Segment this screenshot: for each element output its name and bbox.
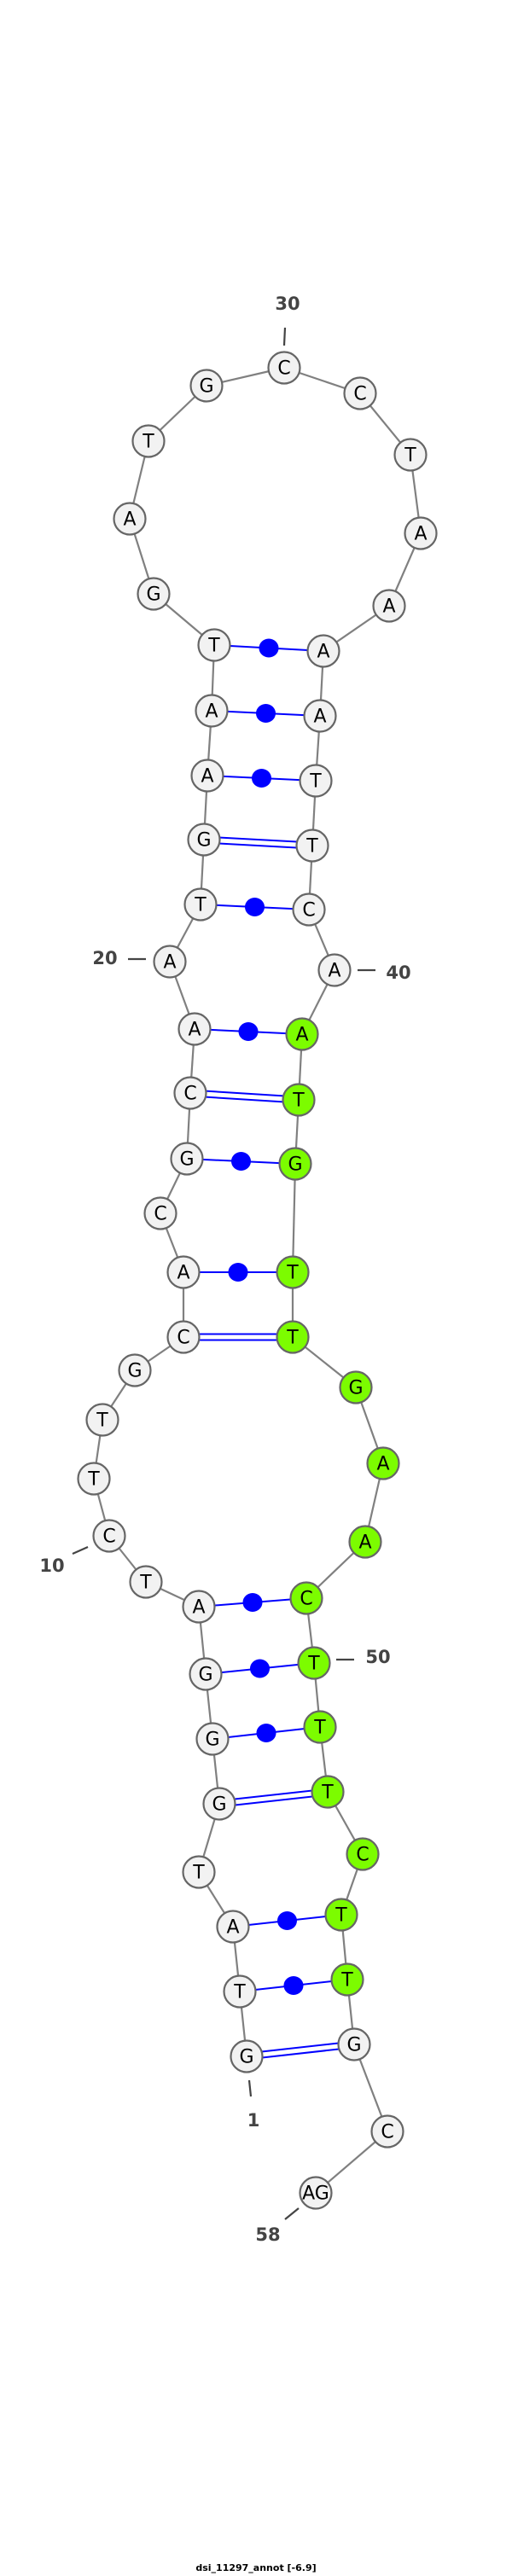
nucleotide-node xyxy=(77,1462,111,1496)
nucleotide-node xyxy=(143,1196,177,1230)
nucleotide-node xyxy=(303,699,337,733)
nucleotide-node xyxy=(137,577,171,611)
base-pair-gc-line xyxy=(189,1095,299,1104)
structure-title: dsi_11297_annot [-6.9] xyxy=(195,2562,317,2573)
nucleotide-sequence-letters: GTATGGGATCTTGCACGCAATGAATGATGCCTAAAATTCA… xyxy=(87,358,427,2205)
base-pair-dot xyxy=(245,898,265,916)
nucleotide-node xyxy=(366,1446,400,1480)
nucleotide-node xyxy=(289,1581,323,1615)
position-label: 1 xyxy=(247,2110,260,2131)
base-pair-dot xyxy=(256,1724,276,1742)
base-pair-gc-line xyxy=(203,841,312,850)
nucleotide-node xyxy=(337,2027,371,2061)
structure-layer: 1 10 20 30 40 50 58 xyxy=(39,294,438,2245)
base-pair-gc-line xyxy=(246,2040,354,2055)
base-pair-dot xyxy=(238,1022,259,1041)
base-pair-gc-line xyxy=(204,835,313,844)
nucleotide-node xyxy=(182,1855,216,1889)
nucleotide-node xyxy=(393,438,428,472)
nucleotide-node xyxy=(372,589,406,623)
position-tick xyxy=(247,2079,253,2097)
nucleotide-node xyxy=(317,953,352,987)
base-pair-dot xyxy=(231,1152,251,1171)
nucleotide-node xyxy=(343,376,377,410)
base-pair-dot xyxy=(259,638,279,658)
base-pair-gc-line xyxy=(247,2046,355,2061)
nucleotide-node xyxy=(166,1320,201,1354)
nucleotide-node xyxy=(153,945,187,979)
nucleotide-node xyxy=(297,1646,331,1680)
nucleotide-node xyxy=(189,369,224,403)
base-pair-dot xyxy=(250,1659,270,1678)
nucleotide-node xyxy=(182,1590,216,1624)
nucleotide-node xyxy=(118,1353,152,1387)
nucleotide-node xyxy=(131,424,166,458)
nucleotide-node xyxy=(346,1837,380,1871)
nucleotide-node xyxy=(197,628,231,662)
base-pair-dot xyxy=(242,1593,263,1612)
nucleotide-node xyxy=(306,634,340,668)
nucleotide-node xyxy=(292,893,326,927)
nucleotide-node xyxy=(223,1974,257,2009)
nucleotide-node xyxy=(230,2039,264,2073)
nucleotide-node xyxy=(177,1012,212,1046)
base-pair-dot xyxy=(283,1976,304,1995)
nucleotide-node xyxy=(278,1147,312,1181)
nucleotide-node xyxy=(276,1320,310,1354)
nucleotide-node xyxy=(92,1519,126,1553)
base-pair-dot xyxy=(256,704,276,723)
position-tick xyxy=(282,327,287,346)
nucleotide-node xyxy=(166,1255,201,1289)
nucleotide-node xyxy=(129,1565,163,1599)
nucleotide-node xyxy=(299,764,333,798)
base-pair-dot xyxy=(277,1911,297,1930)
base-pair-dot xyxy=(228,1263,248,1282)
nucleotide-node xyxy=(348,1525,382,1559)
nucleotide-node xyxy=(173,1076,207,1110)
position-label: 20 xyxy=(92,948,117,968)
position-label: 30 xyxy=(275,294,300,314)
position-tick xyxy=(72,1545,89,1555)
nucleotide-node xyxy=(311,1775,345,1809)
nucleotide-node xyxy=(276,1255,310,1289)
position-label: 50 xyxy=(365,1647,390,1667)
position-label: 40 xyxy=(386,962,410,983)
nucleotide-node xyxy=(330,1963,364,1997)
nucleotide-node xyxy=(324,1898,358,1932)
position-tick xyxy=(284,2207,300,2220)
nucleotide-node xyxy=(303,1710,337,1744)
backbone-link xyxy=(291,1163,297,1273)
nucleotide-node xyxy=(190,759,224,793)
nucleotide-node xyxy=(370,2114,404,2149)
nucleotide-node xyxy=(202,1787,236,1821)
position-label: 10 xyxy=(39,1555,64,1576)
nucleotide-node xyxy=(189,1657,223,1691)
nucleotide-node xyxy=(285,1017,319,1051)
nucleotide-node xyxy=(195,1722,230,1756)
nucleotide-node xyxy=(187,823,221,857)
nucleotide-node xyxy=(170,1142,204,1176)
position-label: 58 xyxy=(255,2224,280,2245)
nucleotide-node xyxy=(339,1370,373,1404)
nucleotide-node xyxy=(282,1083,316,1117)
nucleotide-node xyxy=(85,1403,119,1437)
nucleotide-node xyxy=(267,351,301,385)
base-pair-gc-line xyxy=(190,1089,300,1098)
base-pair-gc-line xyxy=(218,1788,328,1802)
nucleotide-node xyxy=(295,829,329,863)
nucleotide-node xyxy=(299,2176,333,2210)
base-pair-dot xyxy=(252,769,271,788)
nucleotide-node xyxy=(183,887,218,922)
base-pair-gc-line xyxy=(219,1794,329,1808)
nucleotide-node xyxy=(195,694,229,728)
nucleotide-node xyxy=(113,502,147,536)
nucleotide-node xyxy=(404,516,438,550)
nucleotide-node xyxy=(216,1910,250,1944)
